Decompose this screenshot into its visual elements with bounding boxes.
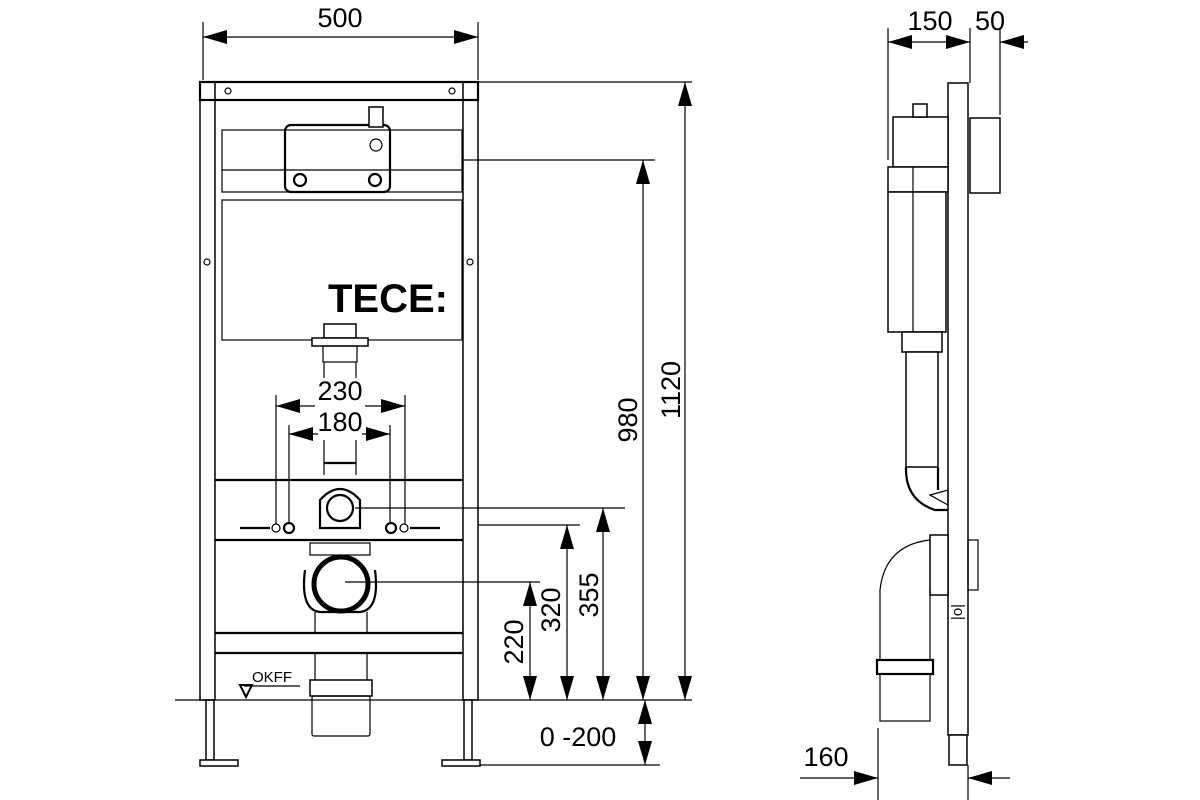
bolt-hole [271,523,281,533]
dim-220: 220 [499,619,529,664]
right-foot [441,759,481,767]
dim-150: 150 [907,6,952,36]
top-rail [198,80,480,102]
right-leg [463,699,473,761]
dim-bolt-180: 180 [317,407,362,437]
dim-bolt-230: 230 [317,376,362,406]
flush-connector [318,487,362,530]
svg-text:|o|: |o| [949,604,966,620]
valve-housing [283,123,392,194]
dim-flush-height: 980 [613,397,643,442]
side-view: |o| [875,82,1001,766]
water-inlet [368,106,384,128]
left-foot [199,759,239,767]
bolt-hole [282,521,296,535]
flush-outlet [323,323,357,339]
bolt-hole [399,523,409,533]
bolt-hole [384,521,398,535]
cistern-side [887,191,947,333]
dim-50: 50 [975,6,1005,36]
floor-level-icon [238,684,254,700]
waste-outlet [311,554,371,614]
actuator-box [969,117,1001,194]
dim-355: 355 [574,572,604,617]
flush-pipe-side [905,351,939,468]
brand-logo: TECE: [328,277,448,321]
dim-320: 320 [536,587,566,632]
left-post [199,81,216,701]
dim-floor-adjust: 0 -200 [540,722,617,752]
dim-total-height: 1120 [656,361,686,419]
waste-sleeve [311,695,371,737]
valve-head [892,116,949,168]
frame-plate [947,82,969,736]
dim-160: 160 [803,742,848,772]
cistern-top [221,129,463,193]
right-post [462,81,479,701]
floor-label: OKFF [252,669,292,686]
dim-width: 500 [317,3,362,33]
waste-sleeve-side [879,673,931,722]
front-view: TECE: OKFF [198,80,481,767]
left-leg [205,699,215,761]
